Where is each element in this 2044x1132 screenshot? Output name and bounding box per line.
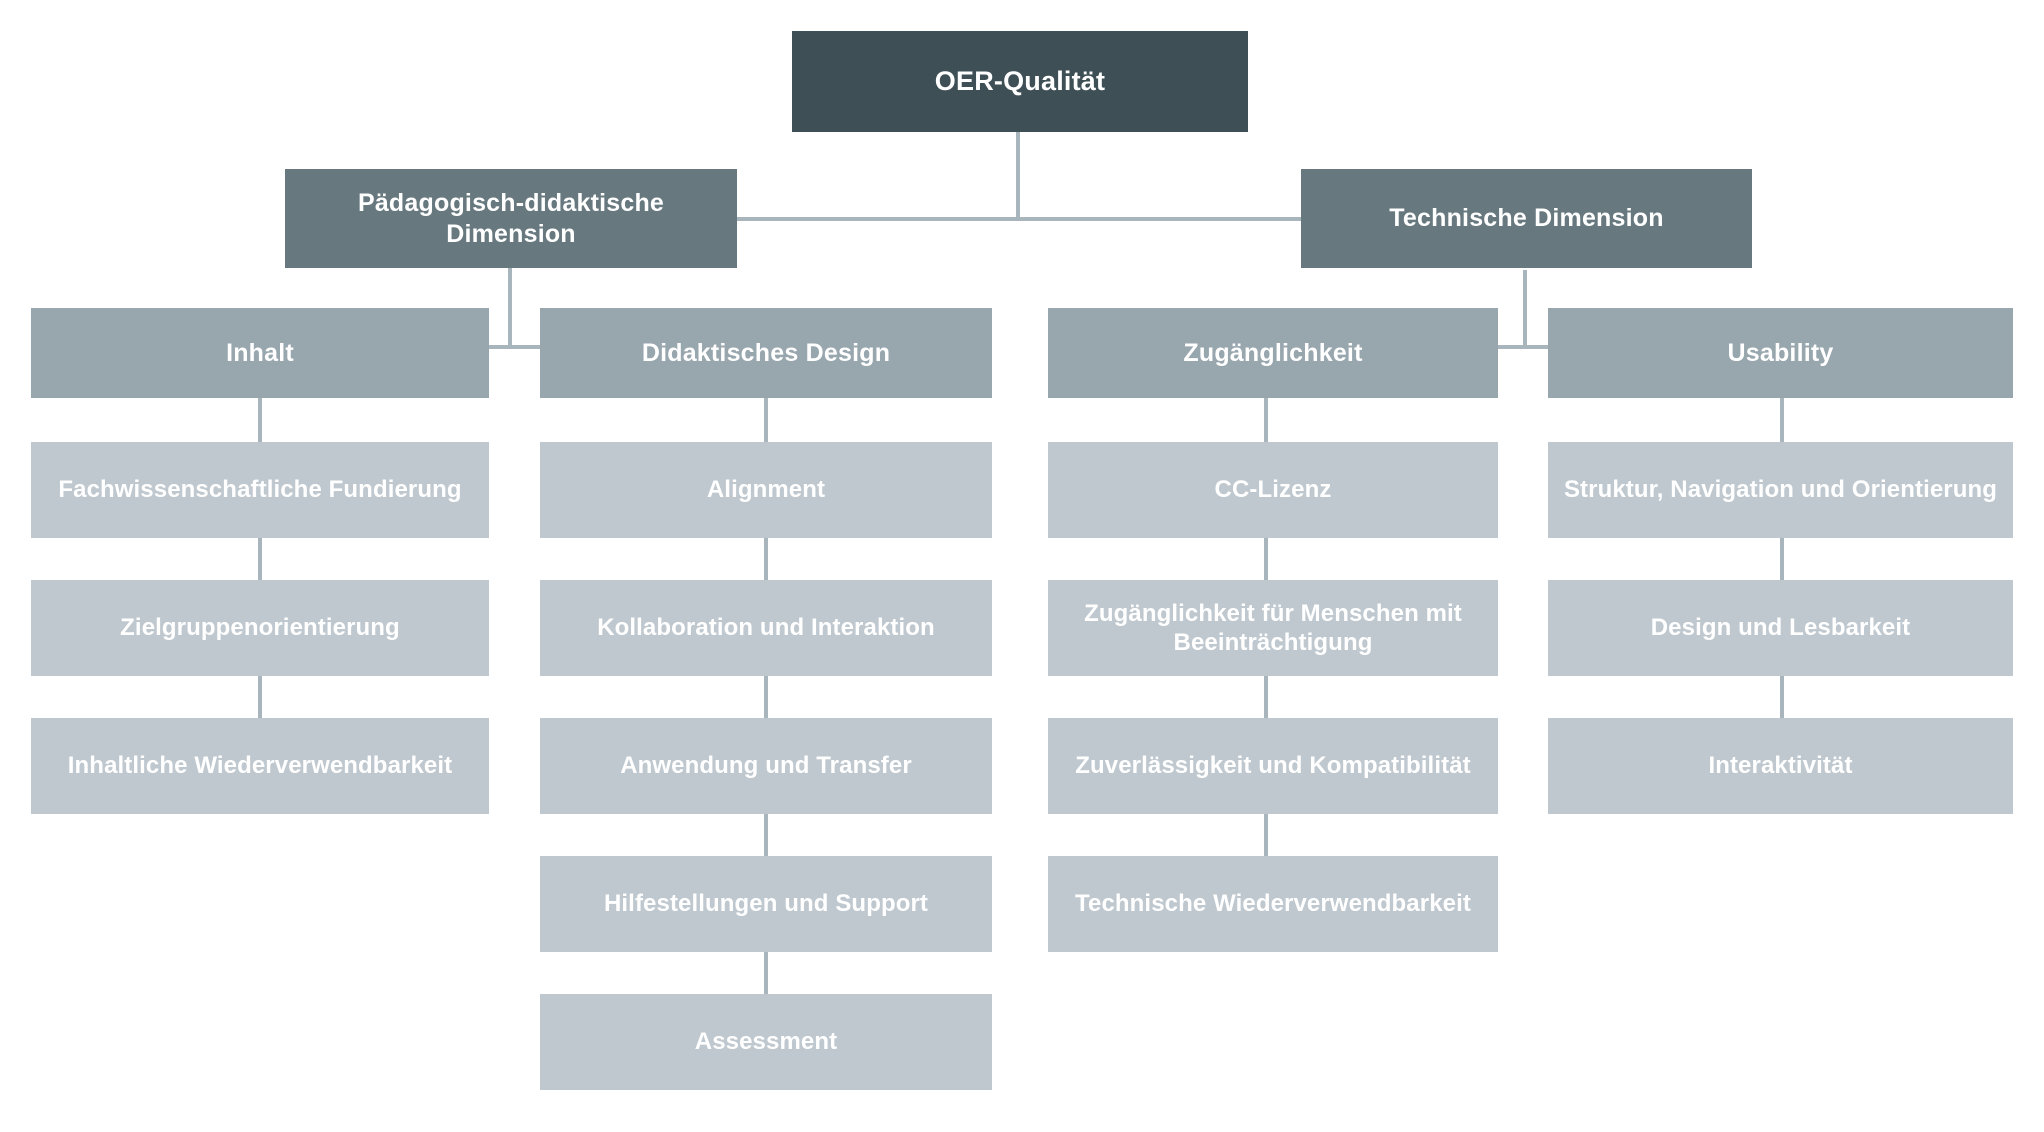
- node-leaf-inhalt-1[interactable]: Zielgruppenorientierung: [31, 580, 489, 676]
- connector-dimension-bus: [737, 217, 1302, 221]
- node-category-zugaenglichkeit[interactable]: Zugänglichkeit: [1048, 308, 1498, 398]
- connector-paed-drop: [508, 267, 512, 348]
- connector-root-to-bus: [1016, 101, 1020, 220]
- node-leaf-zugaenglichkeit-2[interactable]: Zuverlässigkeit und Kompatibilität: [1048, 718, 1498, 814]
- node-dimension-paed[interactable]: Pädagogisch-didaktische Dimension: [285, 169, 737, 268]
- node-leaf-didaktisches-design-1[interactable]: Kollaboration und Interaktion: [540, 580, 992, 676]
- node-leaf-zugaenglichkeit-1[interactable]: Zugänglichkeit für Menschen mit Beeinträ…: [1048, 580, 1498, 676]
- node-leaf-didaktisches-design-3[interactable]: Hilfestellungen und Support: [540, 856, 992, 952]
- connector-spine-inhalt: [258, 398, 262, 720]
- node-category-didaktisches-design[interactable]: Didaktisches Design: [540, 308, 992, 398]
- node-leaf-inhalt-0[interactable]: Fachwissenschaftliche Fundierung: [31, 442, 489, 538]
- node-leaf-didaktisches-design-0[interactable]: Alignment: [540, 442, 992, 538]
- node-leaf-didaktisches-design-2[interactable]: Anwendung und Transfer: [540, 718, 992, 814]
- node-leaf-didaktisches-design-4[interactable]: Assessment: [540, 994, 992, 1090]
- node-leaf-usability-1[interactable]: Design und Lesbarkeit: [1548, 580, 2013, 676]
- node-leaf-zugaenglichkeit-3[interactable]: Technische Wiederverwendbarkeit: [1048, 856, 1498, 952]
- node-root[interactable]: OER-Qualität: [792, 31, 1248, 132]
- node-leaf-usability-0[interactable]: Struktur, Navigation und Orientierung: [1548, 442, 2013, 538]
- node-category-usability[interactable]: Usability: [1548, 308, 2013, 398]
- node-leaf-usability-2[interactable]: Interaktivität: [1548, 718, 2013, 814]
- connector-paed-bus: [487, 345, 543, 349]
- node-category-inhalt[interactable]: Inhalt: [31, 308, 489, 398]
- node-leaf-inhalt-2[interactable]: Inhaltliche Wiederverwendbarkeit: [31, 718, 489, 814]
- connector-spine-usability: [1780, 398, 1784, 720]
- connector-tech-drop: [1523, 270, 1527, 348]
- node-leaf-zugaenglichkeit-0[interactable]: CC-Lizenz: [1048, 442, 1498, 538]
- connector-tech-bus: [1496, 345, 1552, 349]
- connector-spine-didaktisches-design: [764, 398, 768, 996]
- node-dimension-tech[interactable]: Technische Dimension: [1301, 169, 1752, 268]
